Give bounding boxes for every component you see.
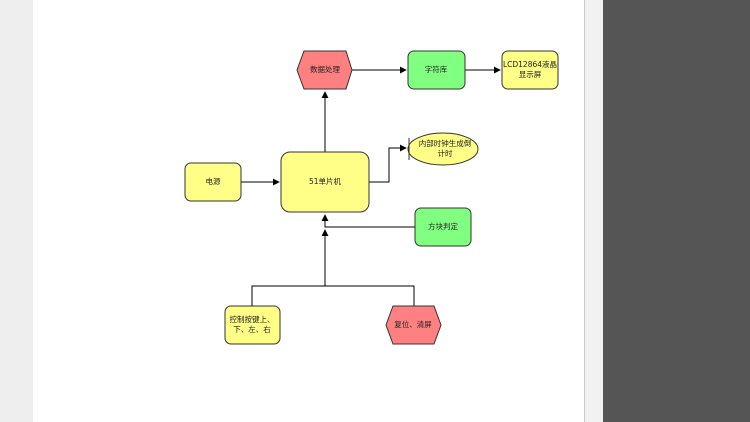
node-internal-clock[interactable]: 内部时钟生成倒 计时 bbox=[407, 132, 479, 166]
edge-mcu-to-internal-clock bbox=[369, 144, 407, 183]
edge-control-keys-link bbox=[251, 285, 415, 306]
node-lcd-display-label-line2: 显示屏 bbox=[519, 70, 542, 79]
page-gap bbox=[585, 0, 603, 422]
node-font-library[interactable]: 字符库 bbox=[407, 50, 466, 90]
node-mcu-label: 51单片机 bbox=[309, 176, 342, 186]
node-power-label: 电源 bbox=[206, 176, 221, 186]
node-reset-clear-label: 复位、清屏 bbox=[394, 319, 432, 329]
node-control-keys-label-line2: 下、左、右 bbox=[233, 324, 271, 334]
workspace-background bbox=[603, 0, 750, 422]
node-block-judge-label: 方块判定 bbox=[428, 221, 458, 231]
edge-block-judge-to-mcu bbox=[321, 214, 415, 228]
node-lcd-display-label-line1: LCD12864液晶 bbox=[503, 59, 557, 69]
node-font-library-label: 字符库 bbox=[425, 64, 448, 74]
node-control-keys-label-line1: 控制按键上、 bbox=[230, 314, 275, 324]
node-mcu[interactable]: 51单片机 bbox=[280, 151, 370, 213]
node-block-judge[interactable]: 方块判定 bbox=[414, 207, 472, 247]
node-data-processing-label: 数据处理 bbox=[310, 64, 340, 74]
node-internal-clock-label-line2: 计时 bbox=[438, 148, 453, 158]
node-internal-clock-label-line1: 内部时钟生成倒 bbox=[419, 138, 472, 148]
node-control-keys[interactable]: 控制按键上、 下、左、右 bbox=[224, 305, 281, 345]
node-reset-clear[interactable]: 复位、清屏 bbox=[385, 305, 442, 345]
node-power[interactable]: 电源 bbox=[184, 162, 242, 202]
node-lcd-display[interactable]: LCD12864液晶 显示屏 bbox=[501, 50, 559, 90]
node-data-processing[interactable]: 数据处理 bbox=[296, 50, 353, 90]
